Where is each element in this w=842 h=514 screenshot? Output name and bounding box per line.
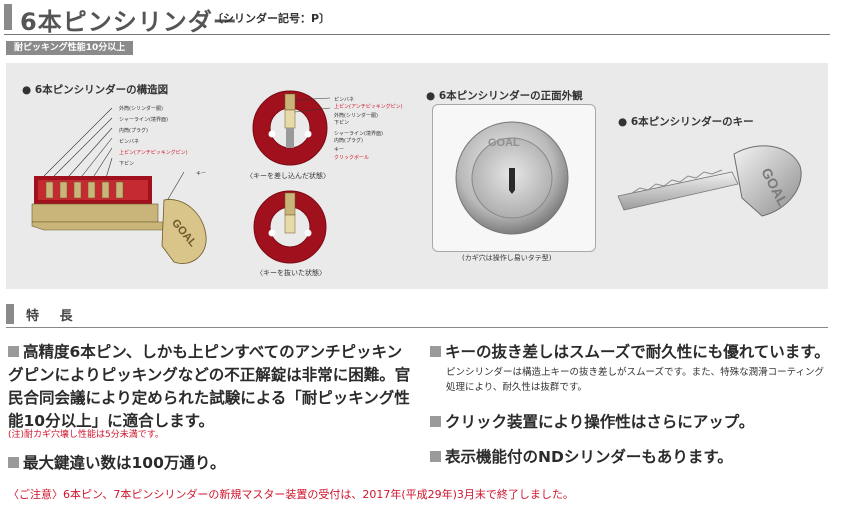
feature-nd-cylinder-text: 表示機能付のNDシリンダーもあります。 bbox=[445, 448, 733, 466]
front-view-title: ● 6本ピンシリンダーの正面外観 bbox=[426, 90, 583, 102]
front-view-caption: (カギ穴は操作し易いタテ型) bbox=[462, 254, 552, 262]
caution-notice: 〈ご注意〉6本ピン、7本ピンシリンダーの新規マスター装置の受付は、2017年(平… bbox=[8, 488, 574, 501]
cylinder-front-photo: GOAL bbox=[455, 121, 569, 235]
label-outer-cylinder: 外筒(シリンダー胴) bbox=[119, 106, 163, 112]
section-label-key: キー bbox=[334, 147, 345, 153]
feature-nd-cylinder: 表示機能付のNDシリンダーもあります。 bbox=[430, 446, 836, 469]
title-divider bbox=[4, 34, 830, 35]
features-divider bbox=[6, 327, 828, 328]
cylinder-code: 〔シリンダー記号：P〕 bbox=[212, 12, 331, 25]
section-label-shear-line: シャーライン(境界面) bbox=[334, 131, 383, 137]
front-brand-engraving: GOAL bbox=[488, 137, 520, 149]
feature-click-device: クリック装置により操作性はさらにアップ。 bbox=[430, 411, 836, 434]
structure-diagram-title: ● 6本ピンシリンダーの構造図 bbox=[22, 84, 169, 96]
feature-anti-picking-text: 高精度6本ピン、しかも上ピンすべてのアンチピッキングピンによりピッキングなどの不… bbox=[8, 343, 411, 430]
feature-smooth-key-description: ピンシリンダーは構造上キーの抜き差しがスムーズです。また、特殊な潤滑コーティング… bbox=[446, 367, 825, 393]
bullet-square bbox=[430, 346, 441, 357]
section-label-outer-cylinder: 外筒(シリンダー胴) bbox=[334, 113, 378, 119]
bullet-square bbox=[430, 416, 441, 427]
feature-key-variations-text: 最大鍵違い数は100万通り。 bbox=[23, 454, 226, 472]
key-photo: GOAL bbox=[617, 145, 802, 217]
feature-click-device-text: クリック装置により操作性はさらにアップ。 bbox=[445, 413, 755, 431]
page-title: 6本ピンシリンダー bbox=[20, 8, 238, 36]
section-label-pin-spring: ピンバネ bbox=[334, 97, 355, 103]
cross-section-key-removed bbox=[253, 190, 327, 264]
feature-smooth-key: キーの抜き差しはスムーズで耐久性にも優れています。 bbox=[430, 341, 836, 364]
label-upper-pin: 上ピン(アンチピッキングピン) bbox=[119, 150, 188, 156]
cross-section-key-inserted bbox=[252, 90, 330, 166]
features-accent-bar bbox=[6, 304, 14, 324]
title-accent-bar bbox=[4, 4, 12, 30]
bullet-square bbox=[8, 346, 19, 357]
section-label-lower-pin: 下ピン bbox=[334, 120, 350, 126]
label-pin-spring: ピンバネ bbox=[119, 139, 140, 145]
features-heading: 特 長 bbox=[26, 309, 81, 324]
feature-smooth-key-text: キーの抜き差しはスムーズで耐久性にも優れています。 bbox=[445, 343, 830, 361]
bullet-square bbox=[8, 457, 19, 468]
label-plug: 内筒(プラグ) bbox=[119, 128, 148, 134]
feature-anti-picking: 高精度6本ピン、しかも上ピンすべてのアンチピッキングピンによりピッキングなどの不… bbox=[8, 341, 416, 433]
caption-key-inserted: 〈キーを差し込んだ状態〉 bbox=[246, 172, 330, 180]
section-label-plug: 内筒(プラグ) bbox=[334, 138, 363, 144]
caption-key-removed: 〈キーを抜いた状態〉 bbox=[256, 269, 326, 277]
cylinder-structure-diagram: GOAL bbox=[31, 107, 207, 264]
section-label-upper-pin: 上ピン(アンチピッキングピン) bbox=[334, 104, 403, 110]
bullet-square bbox=[430, 451, 441, 462]
section-label-click-ball: クリックボール bbox=[334, 155, 370, 161]
feature-key-variations: 最大鍵違い数は100万通り。 bbox=[8, 452, 416, 475]
picking-resistance-badge: 耐ピッキング性能10分以上 bbox=[6, 41, 134, 55]
label-lower-pin: 下ピン bbox=[119, 161, 135, 167]
label-key: キー bbox=[196, 171, 207, 177]
label-shear-line: シャーライン(境界面) bbox=[119, 117, 168, 123]
lock-breaking-note: (注)耐カギ穴壊し性能は5分未満です。 bbox=[8, 430, 164, 440]
key-title: ● 6本ピンシリンダーのキー bbox=[618, 116, 754, 128]
